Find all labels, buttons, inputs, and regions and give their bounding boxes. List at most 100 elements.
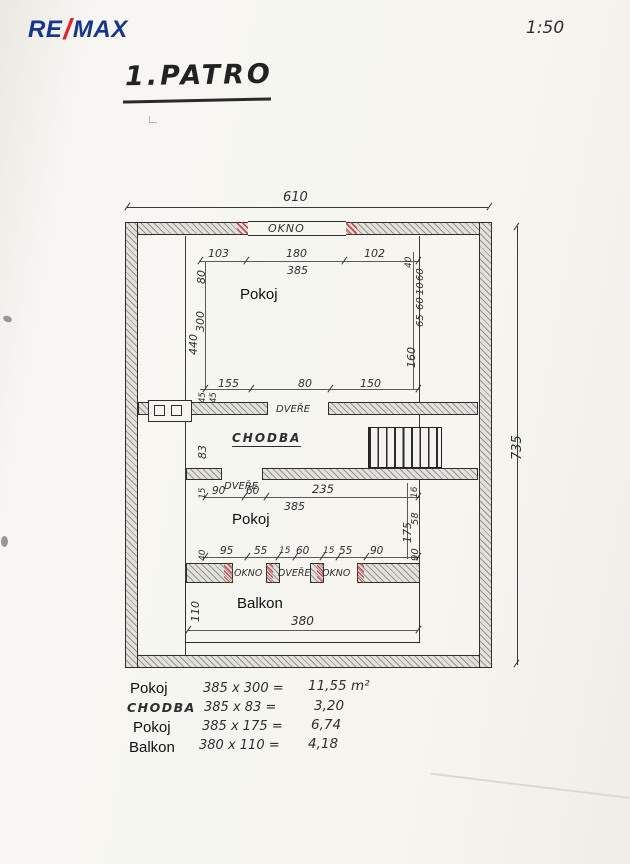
- staircase: [368, 427, 442, 468]
- legend-row-name: Pokoj: [130, 680, 168, 697]
- dim-label: 60: [415, 268, 426, 281]
- logo-slash: /: [63, 14, 72, 46]
- interior-wall-left-line: [185, 236, 187, 655]
- wall-room2-bottom-seg: [186, 563, 233, 583]
- legend-row-value: 6,74: [311, 717, 342, 733]
- window-jamb-mark: [224, 563, 233, 583]
- overall-height-dim: 735: [510, 435, 525, 460]
- dvere-bottom-label: DVEŘE: [278, 568, 311, 579]
- scan-smudge: [2, 314, 13, 324]
- dim-label: 385: [284, 500, 305, 513]
- dim-label: 15: [279, 546, 291, 556]
- chodba-height-dim: 83: [196, 445, 209, 459]
- outer-wall-bottom: [125, 655, 492, 668]
- shaft-square: [154, 405, 165, 416]
- window-jamb-mark: [346, 222, 357, 235]
- balkon-outline: [185, 583, 420, 643]
- dim-label: 80: [298, 377, 312, 390]
- scale-note: 1:50: [526, 18, 565, 38]
- wall-chodba-room2-right: [262, 468, 478, 480]
- dim-label: 180: [286, 247, 307, 260]
- dvere-room2-label: DVEŘE: [224, 481, 259, 492]
- paper-fold-line: [430, 772, 630, 801]
- room1-top-chain: [200, 261, 419, 263]
- window-jamb-mark: [237, 222, 248, 235]
- logo-max-text: MAX: [72, 16, 128, 43]
- dim-label: 65: [415, 314, 426, 327]
- dim-label: 10: [415, 282, 426, 295]
- dim-label: 80: [195, 270, 208, 284]
- dim-label: 102: [364, 247, 385, 260]
- outer-wall-right: [479, 222, 492, 668]
- dim-label: 235: [312, 482, 334, 496]
- wall-room1-chodba-right: [328, 402, 478, 415]
- legend-row-value: 4,18: [308, 736, 339, 752]
- okno-top-label: OKNO: [268, 222, 305, 235]
- dim-label: 300: [194, 311, 207, 332]
- legend-row-expr: 385 x 83 =: [204, 700, 277, 715]
- okno-right-label: OKNO: [322, 568, 351, 579]
- dim-label: 55: [254, 545, 268, 557]
- dim-label: 55: [339, 545, 353, 557]
- dim-label: 160: [405, 347, 418, 368]
- window-jamb-mark: [266, 563, 273, 583]
- balkon-dim-line: [188, 630, 418, 632]
- legend-row-expr: 380 x 110 =: [199, 738, 280, 753]
- dim-label: 60: [246, 485, 260, 497]
- balkon-label: Balkon: [237, 595, 283, 612]
- room1-right-chain: [413, 252, 415, 390]
- okno-left-label: OKNO: [234, 568, 263, 579]
- overall-height-dim-line: [517, 226, 519, 665]
- legend-row-name: Balkon: [129, 739, 175, 756]
- wall-chodba-room2-left: [186, 468, 222, 480]
- room1-bottom-chain: [200, 389, 419, 391]
- dim-label: 60: [296, 545, 310, 557]
- legend-row-name: Pokoj: [133, 719, 171, 736]
- dim-label: 15: [323, 546, 335, 556]
- dim-label: 90: [370, 545, 384, 557]
- dim-label: 45: [209, 392, 219, 403]
- dim-label: 45: [198, 392, 208, 403]
- room2-top-chain: [205, 497, 419, 499]
- title-underline: [122, 97, 272, 104]
- logo-re-text: RE: [28, 16, 63, 43]
- scan-smudge: [1, 536, 8, 547]
- room1-label: Pokoj: [240, 286, 278, 303]
- dim-tick: [486, 202, 493, 211]
- dim-label: 103: [208, 247, 229, 260]
- legend-row-value: 11,55 m²: [308, 678, 370, 694]
- wall-room2-bottom-seg: [357, 563, 420, 583]
- dim-label: 175: [401, 522, 414, 543]
- legend-row-value: 3,20: [314, 698, 345, 714]
- legend-row-expr: 385 x 175 =: [202, 719, 283, 734]
- dim-label: 150: [360, 377, 381, 390]
- dim-label: 40: [404, 256, 414, 268]
- balkon-height-dim: 110: [189, 601, 202, 622]
- chodba-label: CHODBA: [232, 431, 302, 447]
- dvere-room1-label: DVEŘE: [276, 404, 311, 415]
- dim-label: 90: [212, 485, 226, 497]
- dim-label: 440: [187, 334, 200, 355]
- room2-bottom-chain: [205, 557, 419, 559]
- stray-pen-mark: [149, 116, 157, 123]
- page-title: 1.PATRO: [124, 58, 274, 93]
- overall-width-dim: 610: [283, 190, 308, 205]
- legend-row-expr: 385 x 300 =: [203, 681, 284, 696]
- room1-left-chain: [205, 261, 207, 390]
- shaft-square: [171, 405, 182, 416]
- legend-row-name: CHODBA: [127, 700, 196, 715]
- dim-label: 60: [415, 297, 426, 310]
- dim-tick: [513, 659, 520, 668]
- dim-label: 95: [220, 545, 234, 557]
- window-jamb-mark: [317, 563, 324, 583]
- outer-wall-left: [125, 222, 138, 668]
- window-top-opening: [248, 221, 346, 236]
- overall-width-dim-line: [127, 207, 488, 209]
- room2-label: Pokoj: [232, 511, 270, 528]
- dim-label: 155: [218, 377, 239, 390]
- window-jamb-mark: [357, 563, 364, 583]
- dim-label: 385: [287, 264, 308, 277]
- balkon-width-dim: 380: [291, 614, 314, 628]
- remax-logo: RE/MAX: [28, 16, 128, 45]
